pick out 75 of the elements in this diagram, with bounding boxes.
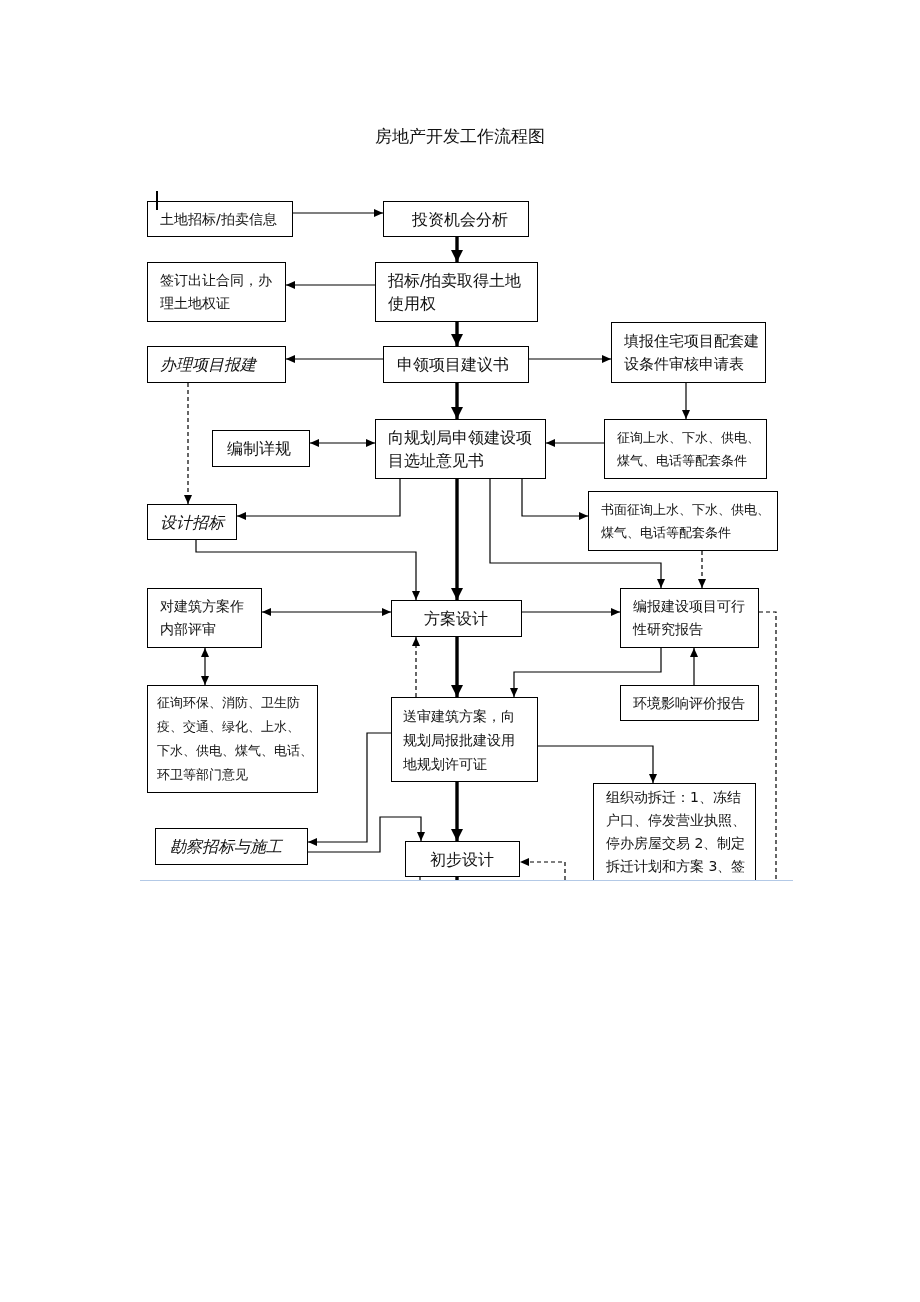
process-box xyxy=(155,828,308,865)
step-text: 申领项目建议书 xyxy=(397,354,509,376)
arrow xyxy=(528,355,612,363)
step-text: 编报建设项目可行性研究报告 xyxy=(633,597,745,639)
process-box xyxy=(147,346,286,383)
arrow xyxy=(309,439,376,447)
arrow xyxy=(195,539,420,601)
process-box xyxy=(375,262,538,322)
process-box xyxy=(405,841,520,877)
step-text: 招标/拍卖取得土地使用权 xyxy=(388,270,522,315)
process-box xyxy=(147,588,262,648)
arrow xyxy=(307,816,425,853)
thick-arrow xyxy=(451,383,463,419)
arrow xyxy=(261,608,392,616)
arrow xyxy=(285,281,376,289)
arrow xyxy=(545,439,605,447)
process-box xyxy=(620,588,759,648)
thick-arrow xyxy=(451,479,463,600)
process-box xyxy=(391,697,538,782)
process-box xyxy=(147,262,286,322)
step-text: 组织动拆迁：1、冻结户口、停发营业执照、停办房屋交易 2、制定拆迁计划和方案 3、签 xyxy=(606,788,746,876)
arrow xyxy=(236,478,401,520)
dashed-connector-line xyxy=(758,611,777,881)
thick-arrow xyxy=(451,237,463,262)
thick-arrow xyxy=(451,782,463,841)
arrow xyxy=(521,478,589,520)
step-text: 办理项目报建 xyxy=(160,354,256,376)
step-text: 投资机会分析 xyxy=(412,208,508,231)
step-text: 送审建筑方案，向规划局报批建设用地规划许可证 xyxy=(403,706,515,774)
arrow xyxy=(307,732,392,846)
process-box xyxy=(604,419,767,479)
process-box xyxy=(147,685,318,793)
dashed-arrow xyxy=(184,382,192,505)
title: 房地产开发工作流程图 xyxy=(374,126,546,148)
step-text: 勘察招标与施工 xyxy=(170,836,282,858)
connector-line xyxy=(419,876,421,881)
process-box xyxy=(391,600,522,637)
process-box xyxy=(620,685,759,721)
arrow xyxy=(690,647,698,686)
dashed-arrow xyxy=(412,636,420,698)
step-text: 方案设计 xyxy=(424,608,488,630)
arrow xyxy=(489,478,665,589)
step-text: 填报住宅项目配套建设条件审核申请表 xyxy=(624,331,759,374)
step-text: 征询环保、消防、卫生防疫、交通、绿化、上水、下水、供电、煤气、电话、环卫等部门意见 xyxy=(157,694,313,784)
step-text: 征询上水、下水、供电、煤气、电话等配套条件 xyxy=(617,429,760,470)
arrow xyxy=(285,355,384,363)
step-text: 签订出让合同，办理土地权证 xyxy=(160,271,272,313)
process-box xyxy=(383,346,529,383)
arrow xyxy=(292,209,384,217)
process-box xyxy=(593,783,756,880)
process-box xyxy=(212,430,310,467)
arrow xyxy=(201,647,209,686)
step-text: 编制详规 xyxy=(227,438,291,460)
dashed-arrow xyxy=(519,858,566,881)
process-box xyxy=(147,201,293,237)
process-box xyxy=(588,491,778,551)
step-text: 设计招标 xyxy=(160,511,224,534)
step-text: 环境影响评价报告 xyxy=(633,693,745,713)
thick-connector-line xyxy=(455,877,459,880)
step-text: 土地招标/拍卖信息 xyxy=(160,209,277,229)
arrow xyxy=(521,608,621,616)
step-text: 初步设计 xyxy=(430,848,494,871)
arrow xyxy=(537,745,657,784)
process-box xyxy=(611,322,766,383)
step-text: 向规划局申领建设项目选址意见书 xyxy=(388,427,532,472)
dashed-arrow xyxy=(698,550,706,589)
thick-arrow xyxy=(451,637,463,697)
process-box xyxy=(147,504,237,540)
step-text: 对建筑方案作内部评审 xyxy=(160,597,244,639)
arrow xyxy=(510,647,662,698)
process-box xyxy=(375,419,546,479)
arrow xyxy=(682,382,690,420)
step-text: 书面征询上水、下水、供电、煤气、电话等配套条件 xyxy=(601,501,770,542)
thick-arrow xyxy=(451,322,463,346)
process-box xyxy=(383,201,529,237)
